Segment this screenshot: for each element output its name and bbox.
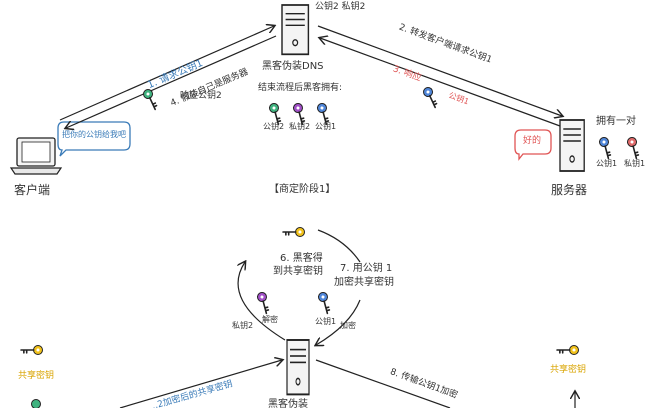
key-yellow-icon bbox=[20, 337, 46, 363]
arrow-transmit bbox=[315, 359, 451, 408]
hacker-has-key2: 私钥2 bbox=[289, 122, 311, 131]
server-has-key1: 公钥1 bbox=[596, 159, 618, 168]
key-red-icon bbox=[621, 135, 646, 160]
key-yellow-icon bbox=[556, 337, 582, 363]
shared-key-left-label: 共享密钥 bbox=[18, 371, 55, 381]
client-label: 客户端 bbox=[14, 183, 51, 197]
hacker-keys-top: 公钥2 私钥2 bbox=[315, 2, 366, 12]
client-bubble-text: 把你的公钥给我吧 bbox=[62, 130, 126, 139]
shared-key-right-label: 共享密钥 bbox=[550, 365, 587, 375]
arrow-decrypt bbox=[238, 262, 286, 341]
hacker-has-caption: 结束流程后黑客拥有: bbox=[258, 83, 343, 93]
key-purple-icon bbox=[287, 101, 312, 126]
step7-label: 7. 用公钥 1 bbox=[340, 263, 393, 274]
laptop-icon bbox=[9, 137, 63, 175]
client-bubble-shape bbox=[57, 121, 131, 157]
decrypt-key-label: 私钥2 bbox=[232, 321, 254, 330]
arrow-encrypt bbox=[316, 299, 361, 345]
hacker-bottom-label: 黑客伪装 bbox=[268, 399, 308, 408]
decrypt-label: 解密 bbox=[262, 315, 278, 324]
key-green-icon bbox=[138, 87, 162, 111]
hacker-has-key3: 公钥1 bbox=[315, 122, 337, 131]
arrow-hacker-to-step7 bbox=[317, 229, 361, 263]
hacker-server-icon bbox=[281, 4, 310, 56]
server-icon bbox=[559, 119, 586, 172]
arrow-forward-request bbox=[317, 25, 562, 116]
encrypt-key-label: 公钥1 bbox=[315, 317, 337, 326]
step4-label-2: 响应公钥2 bbox=[180, 91, 222, 101]
key-yellow-icon bbox=[282, 219, 308, 245]
server-has-key2: 私钥1 bbox=[624, 159, 646, 168]
arrow-encrypted-sharedkey bbox=[119, 360, 282, 408]
key-blue-icon bbox=[312, 290, 337, 315]
step6-label-2: 到共享密钥 bbox=[273, 266, 323, 277]
arrow-server-response bbox=[320, 38, 561, 127]
key-blue-icon bbox=[593, 135, 618, 160]
key-purple-icon bbox=[251, 290, 276, 315]
server-bubble-shape bbox=[514, 129, 552, 161]
hacker-server-bottom-icon bbox=[286, 339, 310, 396]
server-label: 服务器 bbox=[551, 183, 588, 197]
key-blue-icon bbox=[311, 101, 336, 126]
step7-label-2: 加密共享密钥 bbox=[334, 277, 394, 288]
phase1-title: 【商定阶段1】 bbox=[269, 184, 336, 195]
arrow-request-pubkey bbox=[59, 26, 274, 121]
key-blue-icon bbox=[418, 85, 442, 109]
hacker-has-key1: 公钥2 bbox=[263, 122, 285, 131]
key-green-icon bbox=[263, 101, 288, 126]
step6-label: 6. 黑客得 bbox=[280, 253, 323, 264]
encrypt-label: 加密 bbox=[340, 321, 356, 330]
server-bubble-text: 好的 bbox=[523, 136, 542, 146]
key-green-icon bbox=[31, 399, 41, 408]
arrow-fake-response bbox=[66, 35, 277, 128]
hacker-label: 黑客伪装DNS bbox=[262, 61, 324, 72]
server-has-caption: 拥有一对 bbox=[596, 116, 636, 127]
